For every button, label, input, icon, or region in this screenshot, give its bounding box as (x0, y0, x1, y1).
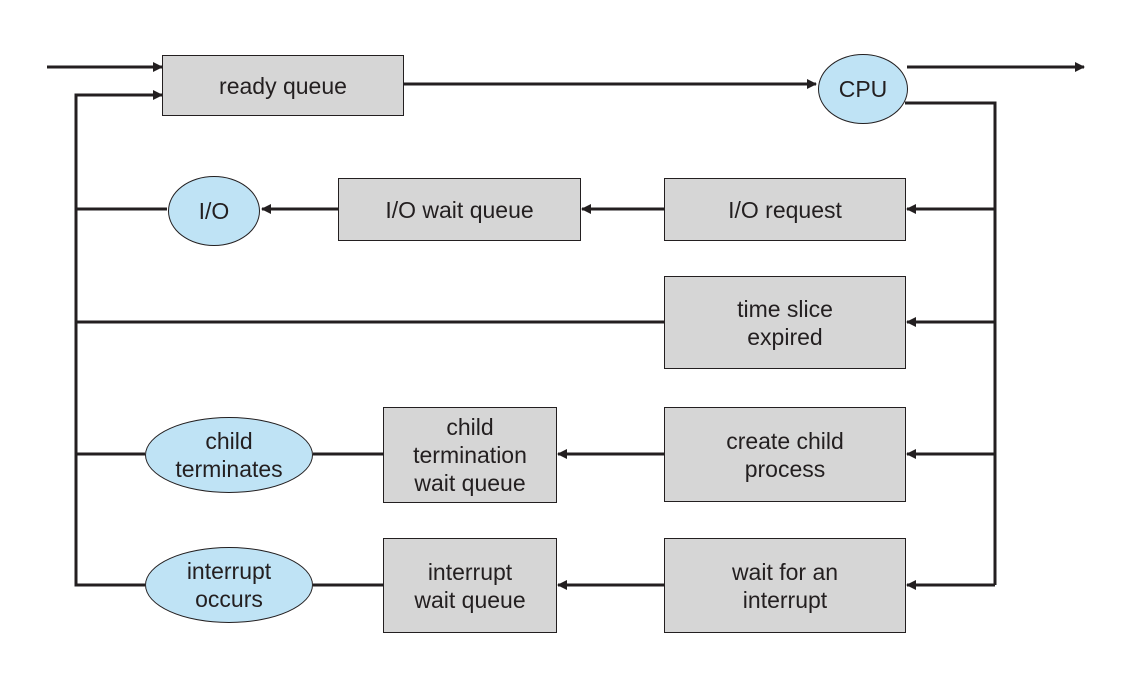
time-slice-expired-box: time slice expired (664, 276, 906, 369)
ready-queue-box: ready queue (162, 55, 404, 116)
io-wait-queue-box: I/O wait queue (338, 178, 581, 241)
wait-for-interrupt-box: wait for an interrupt (664, 538, 906, 633)
cpu-to-right-bus (905, 101, 997, 585)
create-child-process-box: create child process (664, 407, 906, 502)
interrupt-occurs-oval: interrupt occurs (145, 547, 313, 623)
cpu-circle: CPU (818, 54, 908, 124)
left-bus-return-arrow (74, 90, 163, 587)
io-request-box: I/O request (664, 178, 906, 241)
io-circle: I/O (168, 176, 260, 246)
child-termination-wait-queue-box: child termination wait queue (383, 407, 557, 503)
interrupt-wait-queue-box: interrupt wait queue (383, 538, 557, 633)
child-terminates-oval: child terminates (145, 417, 313, 493)
